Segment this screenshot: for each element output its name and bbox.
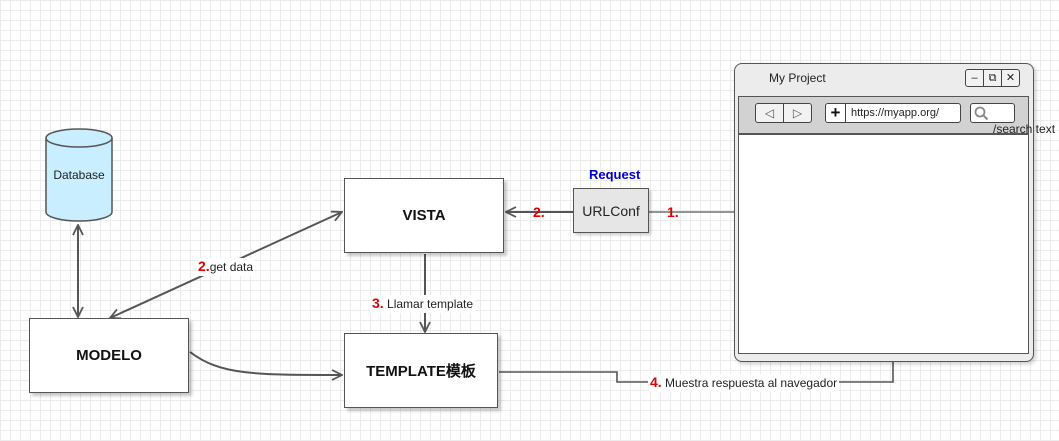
vista-label: VISTA [402, 207, 446, 224]
browser-title: My Project [769, 71, 826, 85]
close-icon[interactable]: ✕ [1001, 69, 1020, 87]
step-3-number: 3. [372, 295, 384, 311]
modelo-label: MODELO [76, 347, 142, 364]
vista-box: VISTA [344, 178, 504, 253]
step-2-urlconf-number: 2. [533, 204, 545, 220]
modelo-box: MODELO [29, 318, 189, 393]
database-icon [45, 128, 113, 222]
plus-icon[interactable]: + [826, 103, 846, 122]
database-label: Database [53, 168, 105, 182]
urlconf-label: URLConf [582, 202, 640, 219]
urlconf-box: URLConf [573, 188, 649, 233]
step-2-get-data-label: 2.get data [197, 258, 255, 276]
back-icon[interactable]: ◁ [755, 103, 784, 123]
template-browser-line [499, 362, 894, 383]
step-2-urlconf-label: 2. [533, 204, 545, 222]
address-bar[interactable]: + https://myapp.org/ [825, 103, 961, 123]
request-label: Request [589, 167, 641, 182]
step-2-get-data-text: get data [209, 260, 254, 274]
template-box: TEMPLATE模板 [344, 333, 498, 408]
step-1-label: 1. [667, 204, 679, 222]
template-label: TEMPLATE模板 [366, 363, 476, 380]
forward-icon[interactable]: ▷ [783, 103, 812, 123]
search-text-label: /search text [993, 122, 1056, 136]
minimize-icon[interactable]: – [965, 69, 984, 87]
search-icon [974, 106, 989, 121]
address-url: https://myapp.org/ [851, 107, 940, 119]
step-3-label: 3. Llamar template [370, 295, 476, 313]
modelo-template-arrow [189, 351, 342, 375]
step-4-label: 4. Muestra respuesta al navegador [648, 374, 840, 392]
restore-icon[interactable]: ⧉ [983, 69, 1002, 87]
search-box[interactable] [970, 103, 1015, 123]
step-3-text: Llamar template [383, 297, 474, 311]
browser-toolbar: ◁ ▷ + https://myapp.org/ [738, 96, 1029, 134]
window-controls: – ⧉ ✕ [965, 69, 1020, 87]
step-4-text: Muestra respuesta al navegador [661, 376, 838, 390]
browser-viewport [738, 134, 1029, 354]
browser-window: My Project – ⧉ ✕ ◁ ▷ + https://myapp.org… [734, 63, 1034, 362]
nav-buttons: ◁ ▷ [755, 103, 812, 123]
step-2-get-data-number: 2. [198, 258, 210, 274]
step-4-number: 4. [650, 374, 662, 390]
step-1-number: 1. [667, 204, 679, 220]
